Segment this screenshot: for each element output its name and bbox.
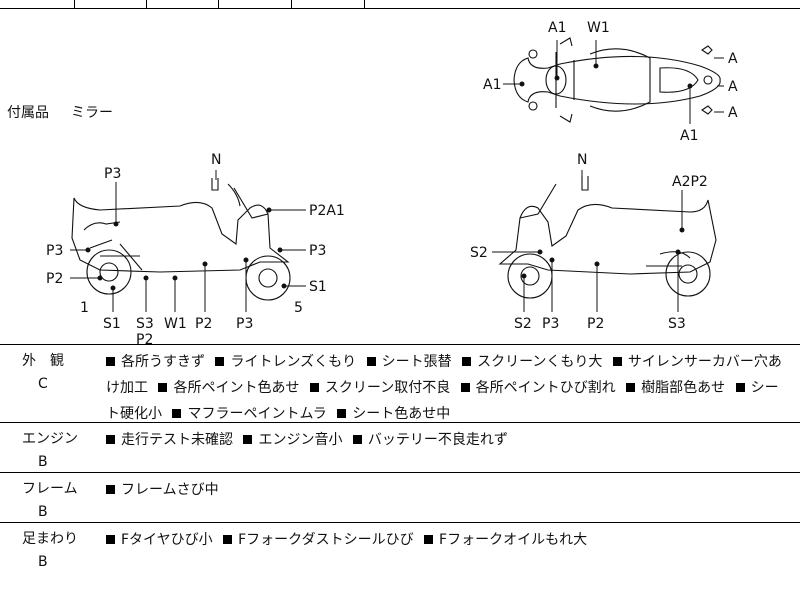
condition-row-suspension: 足まわり B Fタイヤひび小 Fフォークダストシールひび Fフォークオイルもれ大 xyxy=(0,523,800,600)
condition-item: シート張替 xyxy=(366,354,452,370)
label-p2-bottom: P2 xyxy=(195,316,212,332)
condition-category: フレーム xyxy=(22,481,78,497)
condition-grade: B xyxy=(38,504,48,520)
condition-item: 走行テスト未確認 xyxy=(106,432,233,448)
condition-item: マフラーペイントムラ xyxy=(172,406,327,422)
condition-item: スクリーンくもり大 xyxy=(462,354,602,370)
condition-items: Fタイヤひび小 Fフォークダストシールひび Fフォークオイルもれ大 xyxy=(106,527,792,553)
condition-grade: B xyxy=(38,554,48,570)
condition-category: エンジン xyxy=(22,431,78,447)
label-s3-bottom: S3 xyxy=(136,316,154,332)
label-p3-top: P3 xyxy=(104,166,121,182)
label-a-2: A xyxy=(728,79,738,95)
label-a-1: A xyxy=(728,51,738,67)
condition-item: 樹脂部色あせ xyxy=(626,380,725,396)
scooter-top-view xyxy=(513,37,721,123)
label-num5: 5 xyxy=(294,300,303,316)
condition-item: 各所ペイントひび割れ xyxy=(460,380,616,396)
label-s2-left: S2 xyxy=(470,245,488,261)
condition-row-frame: フレーム B フレームさび中 xyxy=(0,473,800,523)
condition-items: フレームさび中 xyxy=(106,477,792,503)
condition-grade: B xyxy=(38,454,48,470)
condition-items: 走行テスト未確認 エンジン音小 バッテリー不良走れず xyxy=(106,427,792,453)
label-p3-right: P3 xyxy=(309,243,326,259)
scooter-left-view xyxy=(71,178,291,301)
label-p2-right-bottom: P2 xyxy=(587,316,604,332)
label-p2-under: P2 xyxy=(136,332,153,344)
condition-category: 外 観 xyxy=(22,353,64,369)
condition-item: ライトレンズくもり xyxy=(215,354,356,370)
label-p3-bottom: P3 xyxy=(236,316,253,332)
label-s2-bottom: S2 xyxy=(514,316,532,332)
scooter-diagram: A1 W1 A A A A1 A1 N P3 P2A1 P3 P3 P2 S1 … xyxy=(46,20,738,344)
accessories-value: ミラー xyxy=(71,105,113,121)
label-p2a1: P2A1 xyxy=(309,203,345,219)
top-table-strip xyxy=(0,0,800,9)
condition-category: 足まわり xyxy=(22,531,78,547)
accessories: 付属品 ミラー xyxy=(7,102,113,122)
condition-item: シート色あせ中 xyxy=(337,406,450,422)
damage-diagram-section: 付属品 ミラー xyxy=(0,8,800,345)
label-p2-left: P2 xyxy=(46,271,63,287)
label-a2p2: A2P2 xyxy=(672,174,708,190)
condition-grade: C xyxy=(38,376,48,392)
condition-row-engine: エンジン B 走行テスト未確認 エンジン音小 バッテリー不良走れず xyxy=(0,423,800,473)
condition-item: スクリーン取付不良 xyxy=(309,380,450,396)
condition-items: 各所うすきず ライトレンズくもり シート張替 スクリーンくもり大 サイレンサーカ… xyxy=(106,349,792,427)
condition-row-exterior: 外 観 C 各所うすきず ライトレンズくもり シート張替 スクリーンくもり大 サ… xyxy=(0,345,800,423)
label-s1-right: S1 xyxy=(309,279,327,295)
label-n-right: N xyxy=(577,152,587,168)
label-w1-top: W1 xyxy=(587,20,610,36)
condition-item: Fフォークオイルもれ大 xyxy=(424,532,587,548)
condition-item: 各所ペイント色あせ xyxy=(158,380,299,396)
condition-item: フレームさび中 xyxy=(106,482,219,498)
label-s1-bottom: S1 xyxy=(103,316,121,332)
condition-item: エンジン音小 xyxy=(243,432,342,448)
label-a1-bottom: A1 xyxy=(680,128,698,144)
condition-item: 各所うすきず xyxy=(106,354,205,370)
condition-item: バッテリー不良走れず xyxy=(352,432,508,448)
condition-item: Fタイヤひび小 xyxy=(106,532,213,548)
label-p3-right-bottom: P3 xyxy=(542,316,559,332)
label-p3-left: P3 xyxy=(46,243,63,259)
condition-item: シート硬化小 xyxy=(106,380,779,422)
label-w1-bottom: W1 xyxy=(164,316,187,332)
condition-item: Fフォークダストシールひび xyxy=(223,532,414,548)
condition-item: サイレンサーカバー穴あけ加工 xyxy=(106,354,782,396)
scooter-right-view xyxy=(498,176,717,299)
label-a1-top: A1 xyxy=(548,20,566,36)
label-n-left: N xyxy=(211,152,221,168)
label-s3-right-bottom: S3 xyxy=(668,316,686,332)
label-num1: 1 xyxy=(80,300,89,316)
accessories-label: 付属品 xyxy=(7,105,49,121)
label-a1-left: A1 xyxy=(483,77,501,93)
label-a-3: A xyxy=(728,105,738,121)
